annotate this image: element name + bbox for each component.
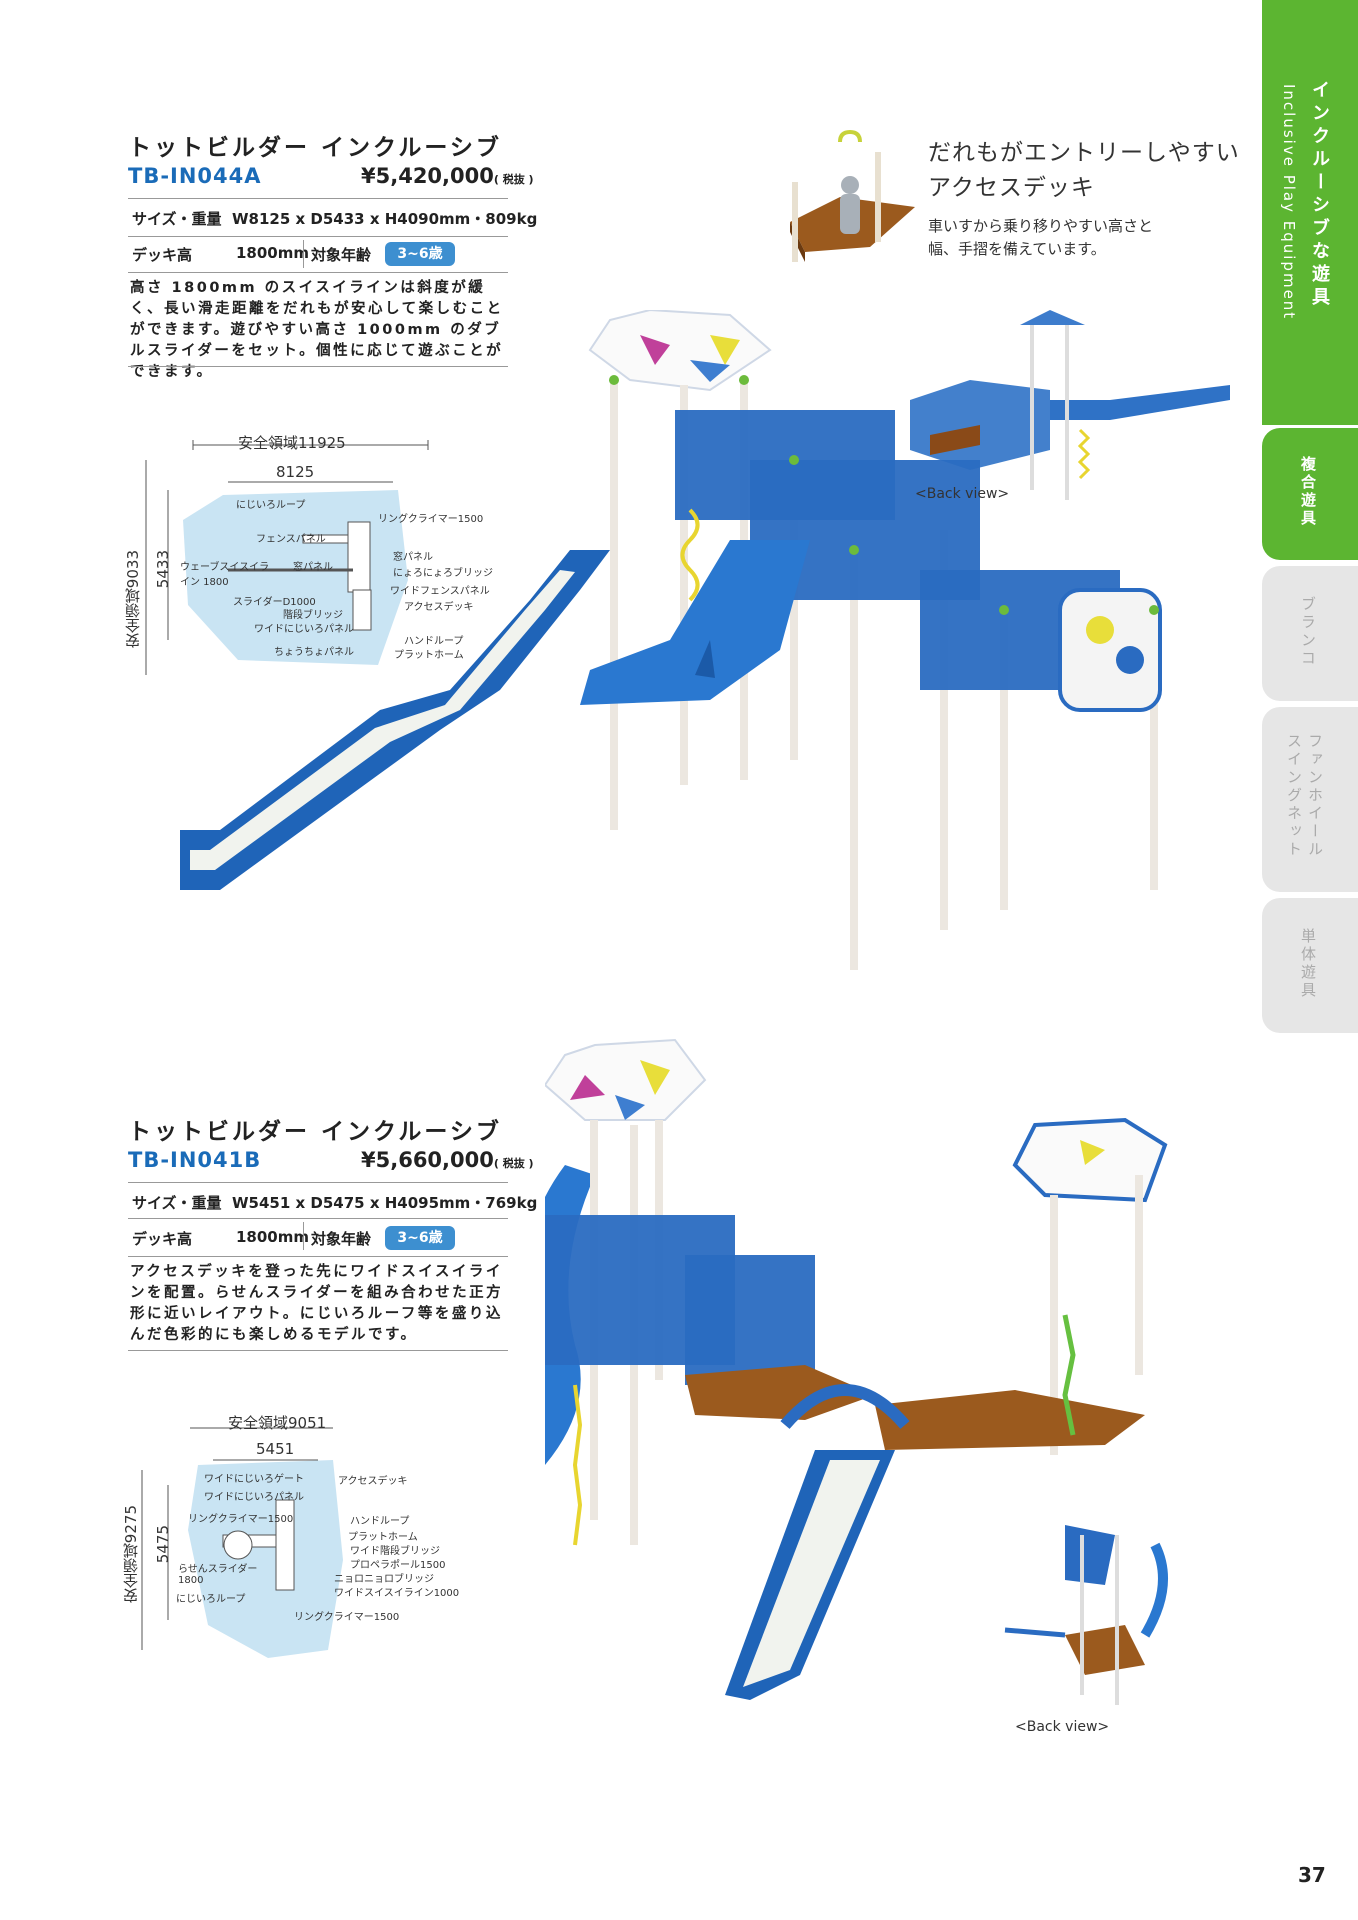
product2-illustration bbox=[505, 1038, 1168, 1705]
feature-body-line: 幅、手摺を備えています。 bbox=[928, 240, 1106, 258]
product1-price: ¥5,420,000( 税抜 ) bbox=[361, 164, 534, 188]
diagram2-label: にじいろループ bbox=[176, 1594, 246, 1605]
diagram2-label: プロペラポール1500 bbox=[350, 1560, 446, 1571]
product1-width: 8125 bbox=[276, 463, 315, 481]
diagram1-label: ワイドにじいろパネル bbox=[254, 624, 354, 635]
diagram2-label: ワイドスイスイライン1000 bbox=[334, 1588, 460, 1599]
diagram1-label: 窓パネル bbox=[293, 562, 333, 573]
product2-safety-depth: 安全領域9275 bbox=[122, 1505, 140, 1604]
product1-illustration bbox=[180, 308, 1230, 970]
product2-age-badge: 3~6歳 bbox=[385, 1226, 455, 1250]
diagram1-label: プラットホーム bbox=[394, 650, 464, 661]
product1-tax: ( 税抜 ) bbox=[493, 173, 534, 186]
tab-funwheel-label: ファンホイール スイングネット bbox=[1285, 733, 1324, 859]
product2-price: ¥5,660,000( 税抜 ) bbox=[361, 1148, 534, 1172]
product1-size-label: サイズ・重量 bbox=[132, 210, 222, 228]
diagram2-label: リングクライマー1500 bbox=[294, 1612, 400, 1623]
product1-layout-diagram: 安全領域11925 8125 安全領域9033 5433 にじいろループ フェン… bbox=[124, 430, 528, 680]
tab-swing-label: ブランコ bbox=[1299, 596, 1317, 668]
feature-heading-line: アクセスデッキ bbox=[928, 175, 1095, 201]
product2-code: TB-IN041B bbox=[128, 1148, 262, 1172]
diagram1-label: 窓パネル bbox=[393, 552, 433, 563]
category-tab-inclusive[interactable]: インクルーシブな遊具 Inclusive Play Equipment bbox=[1262, 0, 1358, 425]
diagram2-label: アクセスデッキ bbox=[338, 1476, 408, 1487]
product2-tax: ( 税抜 ) bbox=[493, 1157, 534, 1170]
category-tab-inclusive-jp: インクルーシブな遊具 bbox=[1309, 80, 1330, 310]
diagram1-label: にょろにょろブリッジ bbox=[393, 568, 493, 579]
diagram1-label: アクセスデッキ bbox=[404, 602, 474, 613]
product2-price-value: ¥5,660,000 bbox=[361, 1148, 494, 1172]
tab-single-label: 単体遊具 bbox=[1299, 928, 1317, 1000]
product1-description: 高さ 1800mm のスイスイラインは斜度が緩く、長い滑走距離をだれもが安心して… bbox=[130, 280, 504, 380]
tab-funwheel-swingnet[interactable]: ファンホイール スイングネット bbox=[1262, 707, 1358, 892]
diagram2-label: ハンドループ bbox=[350, 1516, 410, 1527]
product2-title: トットビルダー インクルーシブ bbox=[128, 1119, 502, 1145]
product2-deck-value: 1800mm bbox=[236, 1228, 310, 1246]
category-tab-inclusive-en: Inclusive Play Equipment bbox=[1280, 84, 1298, 321]
product1-main-image: <Back view> bbox=[150, 308, 1260, 990]
diagram1-label: フェンスパネル bbox=[256, 534, 326, 545]
tab-composite[interactable]: 複合遊具 bbox=[1262, 428, 1358, 560]
product1-size-value: W8125 x D5433 x H4090mm・809kg bbox=[232, 210, 538, 228]
access-deck-image bbox=[780, 122, 920, 272]
diagram2-label: ニョロニョロブリッジ bbox=[334, 1574, 434, 1585]
product1-diagram-svg bbox=[145, 440, 429, 675]
product1-backview-caption: <Back view> bbox=[915, 486, 1010, 502]
access-deck-illustration bbox=[790, 129, 915, 262]
product1-safety-width: 安全領域11925 bbox=[238, 434, 346, 452]
tab-single[interactable]: 単体遊具 bbox=[1262, 898, 1358, 1033]
tab-composite-label: 複合遊具 bbox=[1299, 456, 1317, 528]
diagram1-label: ちょうちょパネル bbox=[274, 647, 354, 658]
product2-depth: 5475 bbox=[154, 1525, 172, 1564]
feature-heading: だれもがエントリーしやすい アクセスデッキ bbox=[928, 136, 1240, 206]
diagram1-label: 階段ブリッジ bbox=[283, 610, 343, 621]
diagram2-label: ワイドにじいろゲート bbox=[204, 1474, 304, 1485]
product1-code: TB-IN044A bbox=[128, 164, 262, 188]
diagram1-label: ワイドフェンスパネル bbox=[390, 586, 490, 597]
diagram1-label: ウェーブスイスイライン 1800 bbox=[180, 562, 270, 588]
product2-backview-caption: <Back view> bbox=[1015, 1719, 1110, 1735]
product1-title: トットビルダー インクルーシブ bbox=[128, 135, 502, 161]
product2-backview-illustration bbox=[1004, 1525, 1168, 1705]
diagram2-label: ワイド階段ブリッジ bbox=[350, 1546, 440, 1557]
product2-main-image: <Back view> bbox=[505, 1035, 1260, 1755]
diagram2-label: らせんスライダー 1800 bbox=[178, 1564, 258, 1586]
product2-size-value: W5451 x D5475 x H4095mm・769kg bbox=[232, 1194, 538, 1212]
diagram2-label: プラットホーム bbox=[348, 1532, 418, 1543]
feature-body-line: 車いすから乗り移りやすい高さと bbox=[928, 217, 1154, 235]
diagram2-label: リングクライマー1500 bbox=[188, 1514, 294, 1525]
product2-description: アクセスデッキを登った先にワイドスイスイラインを配置。らせんスライダーを組み合わ… bbox=[130, 1264, 504, 1343]
product1-age-label: 対象年齢 bbox=[311, 246, 372, 264]
product1-deck-label: デッキ高 bbox=[132, 246, 193, 264]
tab-swing[interactable]: ブランコ bbox=[1262, 566, 1358, 701]
product1-backview-illustration bbox=[910, 310, 1230, 500]
product2-width: 5451 bbox=[256, 1440, 295, 1458]
product1-age-badge: 3~6歳 bbox=[385, 242, 455, 266]
feature-heading-line: だれもがエントリーしやすい bbox=[928, 140, 1240, 166]
feature-body: 車いすから乗り移りやすい高さと 幅、手摺を備えています。 bbox=[928, 215, 1153, 261]
product2-layout-diagram: 安全領域9051 5451 安全領域9275 5475 ワイドにじいろゲート ワ… bbox=[122, 1410, 468, 1670]
diagram1-label: スライダーD1000 bbox=[233, 597, 316, 608]
product2-diagram-svg bbox=[141, 1427, 343, 1658]
diagram1-label: ハンドループ bbox=[404, 636, 464, 647]
product1-deck-value: 1800mm bbox=[236, 244, 310, 262]
product2-size-label: サイズ・重量 bbox=[132, 1194, 222, 1212]
product1-safety-depth: 安全領域9033 bbox=[124, 550, 142, 649]
product2-age-label: 対象年齢 bbox=[311, 1230, 372, 1248]
product2-deck-label: デッキ高 bbox=[132, 1230, 193, 1248]
diagram1-label: リングクライマー1500 bbox=[378, 514, 484, 525]
page-number: 37 bbox=[1298, 1863, 1326, 1887]
product2-safety-width: 安全領域9051 bbox=[228, 1414, 327, 1432]
diagram2-label: ワイドにじいろパネル bbox=[204, 1492, 304, 1503]
product1-price-value: ¥5,420,000 bbox=[361, 164, 494, 188]
diagram1-label: にじいろループ bbox=[236, 500, 306, 511]
